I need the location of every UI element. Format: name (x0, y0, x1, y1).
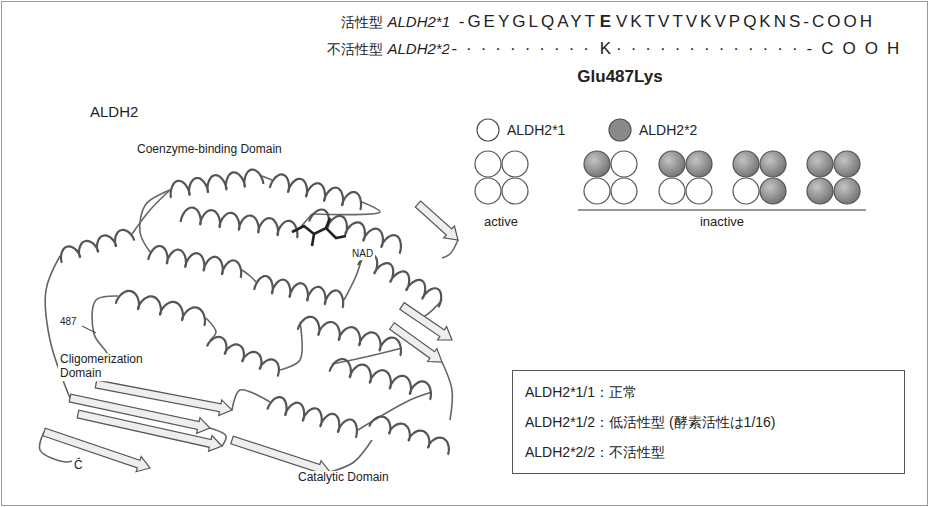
coil-loop (132, 190, 170, 234)
mutation-name: Glu487Lys (575, 67, 664, 87)
nad-ligand (292, 218, 346, 246)
subunit-circle (686, 151, 712, 177)
ligand-label: NAD (350, 248, 375, 260)
residue-number: 487 (58, 316, 79, 328)
domain-label: Coenzyme-binding Domain (135, 143, 284, 157)
subunit-circle (584, 151, 610, 177)
subunit-circle (686, 178, 712, 204)
coil-loop (232, 390, 270, 410)
genotype-line: ALDH2*1/2：低活性型 (酵素活性は1/16) (525, 407, 888, 437)
subunit-circle (807, 178, 833, 204)
alpha-helix (358, 255, 441, 307)
state-label: inactive (698, 215, 746, 230)
subunit-circle (502, 178, 528, 204)
coil-loop (140, 190, 170, 252)
protein-ribbon (39, 170, 458, 476)
sequence-part: ·············-COOH (614, 39, 910, 59)
beta-strand (43, 428, 150, 472)
beta-strand (415, 201, 458, 240)
coil-loop (442, 240, 458, 258)
domain-label: Cligomerization Domain (58, 353, 174, 381)
alpha-helix (207, 337, 279, 377)
beta-strand (231, 436, 330, 476)
terminus-label: C (72, 459, 85, 473)
subunit-circle (760, 178, 786, 204)
alpha-helix (330, 359, 431, 400)
legend-swatches (477, 119, 631, 141)
type-label: 活性型 (339, 14, 385, 30)
coil-loop (206, 318, 216, 340)
subunit-circle (807, 151, 833, 177)
protein-name: ALDH2 (88, 103, 140, 120)
domain-label: Catalytic Domain (296, 471, 391, 485)
subunit-circle (502, 151, 528, 177)
subunit-circle (611, 151, 637, 177)
coil-loop (312, 202, 380, 215)
leader-line (82, 326, 96, 333)
allele-name: ALDH2*1 (385, 13, 452, 30)
legend-swatch (609, 119, 631, 141)
subunit-circle (584, 178, 610, 204)
alpha-helix (116, 291, 205, 326)
subunit-circle (834, 151, 860, 177)
state-label: active (482, 215, 520, 230)
alpha-helix (270, 174, 361, 209)
subunit-circle (611, 178, 637, 204)
subunit-circle (659, 178, 685, 204)
coil-loop (330, 440, 372, 472)
beta-strand (77, 410, 222, 451)
allele-name: ALDH2*2 (385, 40, 452, 57)
genotype-line: ALDH2*1/1：正常 (525, 377, 888, 407)
alpha-helix (268, 397, 357, 438)
alpha-helix (309, 209, 401, 253)
subunit-circle (733, 178, 759, 204)
subunit-circle (659, 151, 685, 177)
inactive-underline (578, 209, 866, 210)
inactive-tetramers (584, 151, 860, 204)
active-tetramer (475, 151, 528, 204)
sequence-part: VKTVTVKVPQKNS-COOH (614, 12, 877, 32)
alpha-helix (171, 170, 264, 198)
beta-strand (390, 323, 442, 362)
coil-loop (242, 270, 256, 282)
alpha-helix (254, 276, 343, 308)
alpha-helix (370, 417, 449, 455)
legend-swatch (477, 119, 499, 141)
alpha-helix (298, 317, 401, 356)
subunit-circle (733, 151, 759, 177)
subunit-circle (475, 178, 501, 204)
subunit-circle (475, 151, 501, 177)
alpha-helix (181, 208, 298, 238)
genotype-box: ALDH2*1/1：正常ALDH2*1/2：低活性型 (酵素活性は1/16)AL… (512, 370, 905, 474)
coil-loop (332, 348, 402, 364)
alpha-helix (148, 246, 241, 278)
legend-text: ALDH2*2 (637, 122, 699, 138)
alpha-helix (61, 230, 134, 263)
sequence-part: -········· (449, 39, 600, 59)
subunit-circle (760, 151, 786, 177)
legend-text: ALDH2*1 (505, 122, 567, 138)
type-label: 不活性型 (325, 41, 385, 57)
coil-loop (442, 362, 452, 420)
beta-strand (95, 380, 232, 416)
genotype-line: ALDH2*2/2：不活性型 (525, 437, 888, 467)
sequence-part: -GEYGLQAYT (457, 12, 600, 32)
subunit-circle (834, 178, 860, 204)
